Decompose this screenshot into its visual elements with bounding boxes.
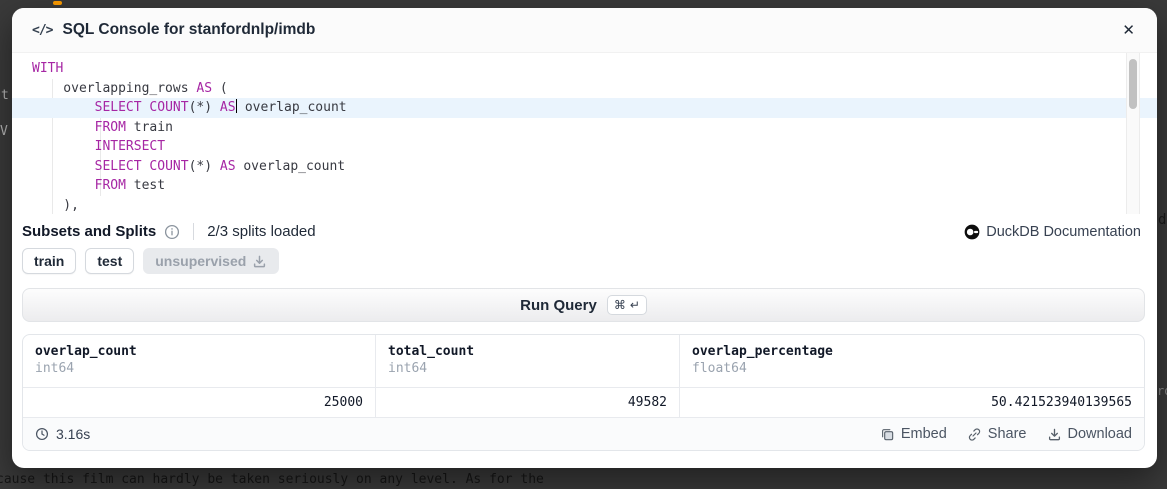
indent-guide bbox=[100, 98, 101, 196]
column-header-overlap_count: overlap_count int64 bbox=[23, 335, 376, 387]
subsets-title: Subsets and Splits bbox=[22, 223, 157, 240]
column-type: int64 bbox=[388, 361, 428, 376]
splits-loaded-status: 2/3 splits loaded bbox=[207, 223, 316, 240]
result-actions: Embed Share Download bbox=[880, 426, 1132, 442]
query-duration: 3.16s bbox=[35, 426, 90, 442]
code-line: FROM train bbox=[94, 119, 173, 135]
split-chip-label: train bbox=[34, 253, 65, 269]
subsets-toolbar: Subsets and Splits 2/3 splits loaded Duc… bbox=[12, 223, 1157, 240]
split-chip-train[interactable]: train bbox=[22, 248, 77, 274]
download-icon bbox=[254, 255, 266, 267]
sql-console-modal: </> SQL Console for stanfordnlp/imdb ✕ W… bbox=[12, 8, 1157, 468]
split-chips-row: train test unsupervised bbox=[12, 248, 1157, 274]
background-text-fragment: V bbox=[0, 124, 8, 139]
download-label: Download bbox=[1067, 426, 1133, 442]
table-cell: 49582 bbox=[376, 388, 680, 417]
column-header-total_count: total_count int64 bbox=[376, 335, 680, 387]
background-text-fragment: cause this film can hardly be taken seri… bbox=[0, 472, 544, 487]
info-icon[interactable] bbox=[164, 224, 180, 240]
enter-key-icon: ↵ bbox=[629, 298, 640, 312]
column-type: float64 bbox=[692, 361, 747, 376]
embed-button[interactable]: Embed bbox=[880, 426, 947, 442]
download-icon bbox=[1048, 428, 1060, 440]
duckdb-documentation-label: DuckDB Documentation bbox=[986, 223, 1141, 240]
code-line: SELECT COUNT(*) AS overlap_count bbox=[94, 158, 346, 174]
sql-editor-code: WITH overlapping_rows AS ( SELECT COUNT(… bbox=[12, 59, 1157, 214]
background-accent-fragment bbox=[53, 1, 62, 5]
close-icon[interactable]: ✕ bbox=[1116, 19, 1141, 42]
split-chip-unsupervised[interactable]: unsupervised bbox=[143, 248, 280, 274]
code-line: WITH bbox=[32, 61, 64, 76]
text-cursor bbox=[235, 99, 238, 113]
results-footer: 3.16s Embed Share bbox=[23, 417, 1144, 450]
code-line: overlapping_rows AS ( bbox=[32, 80, 228, 96]
code-line: INTERSECT bbox=[94, 139, 166, 154]
background-text-fragment: d bbox=[1158, 212, 1167, 228]
run-query-button[interactable]: Run Query ⌘ ↵ bbox=[22, 288, 1145, 322]
split-chip-label: test bbox=[97, 253, 123, 269]
query-duration-value: 3.16s bbox=[56, 426, 91, 442]
column-name: total_count bbox=[388, 344, 475, 359]
modal-title: SQL Console for stanfordnlp/imdb bbox=[62, 21, 316, 38]
code-line: FROM test bbox=[94, 178, 166, 193]
code-icon: </> bbox=[32, 22, 54, 38]
column-name: overlap_percentage bbox=[692, 344, 833, 359]
divider bbox=[193, 223, 195, 240]
keyboard-shortcut-badge: ⌘ ↵ bbox=[606, 295, 647, 315]
duckdb-documentation-link[interactable]: DuckDB Documentation bbox=[964, 224, 1141, 240]
table-cell: 50.421523940139565 bbox=[991, 395, 1132, 410]
clock-icon bbox=[35, 427, 49, 441]
modal-header: </> SQL Console for stanfordnlp/imdb ✕ bbox=[12, 8, 1157, 53]
duckdb-logo-icon bbox=[964, 224, 980, 239]
cmd-key-icon: ⌘ bbox=[613, 298, 626, 312]
embed-label: Embed bbox=[900, 426, 947, 442]
code-line: ), bbox=[32, 197, 79, 213]
embed-icon bbox=[881, 428, 894, 440]
share-link-icon bbox=[968, 427, 980, 441]
background-text-fragment: ro bbox=[1157, 384, 1167, 398]
column-type: int64 bbox=[35, 361, 75, 376]
indent-guide bbox=[52, 79, 53, 214]
split-chip-test[interactable]: test bbox=[85, 248, 135, 274]
code-line: SELECT COUNT(*) AS overlap_count bbox=[12, 98, 1157, 118]
column-name: overlap_count bbox=[35, 344, 137, 359]
table-cell: 25000 bbox=[23, 388, 376, 417]
editor-scrollbar-thumb[interactable] bbox=[1129, 59, 1137, 109]
download-button[interactable]: Download bbox=[1047, 426, 1133, 442]
split-chip-label: unsupervised bbox=[155, 253, 247, 269]
column-header-overlap_percentage: overlap_percentage float64 bbox=[680, 335, 1144, 387]
run-query-label: Run Query bbox=[520, 296, 597, 314]
share-label: Share bbox=[987, 426, 1027, 442]
editor-scrollbar-track bbox=[1126, 53, 1140, 214]
sql-editor[interactable]: WITH overlapping_rows AS ( SELECT COUNT(… bbox=[12, 53, 1157, 214]
background-text-fragment: t bbox=[1, 88, 9, 103]
share-button[interactable]: Share bbox=[967, 426, 1027, 442]
